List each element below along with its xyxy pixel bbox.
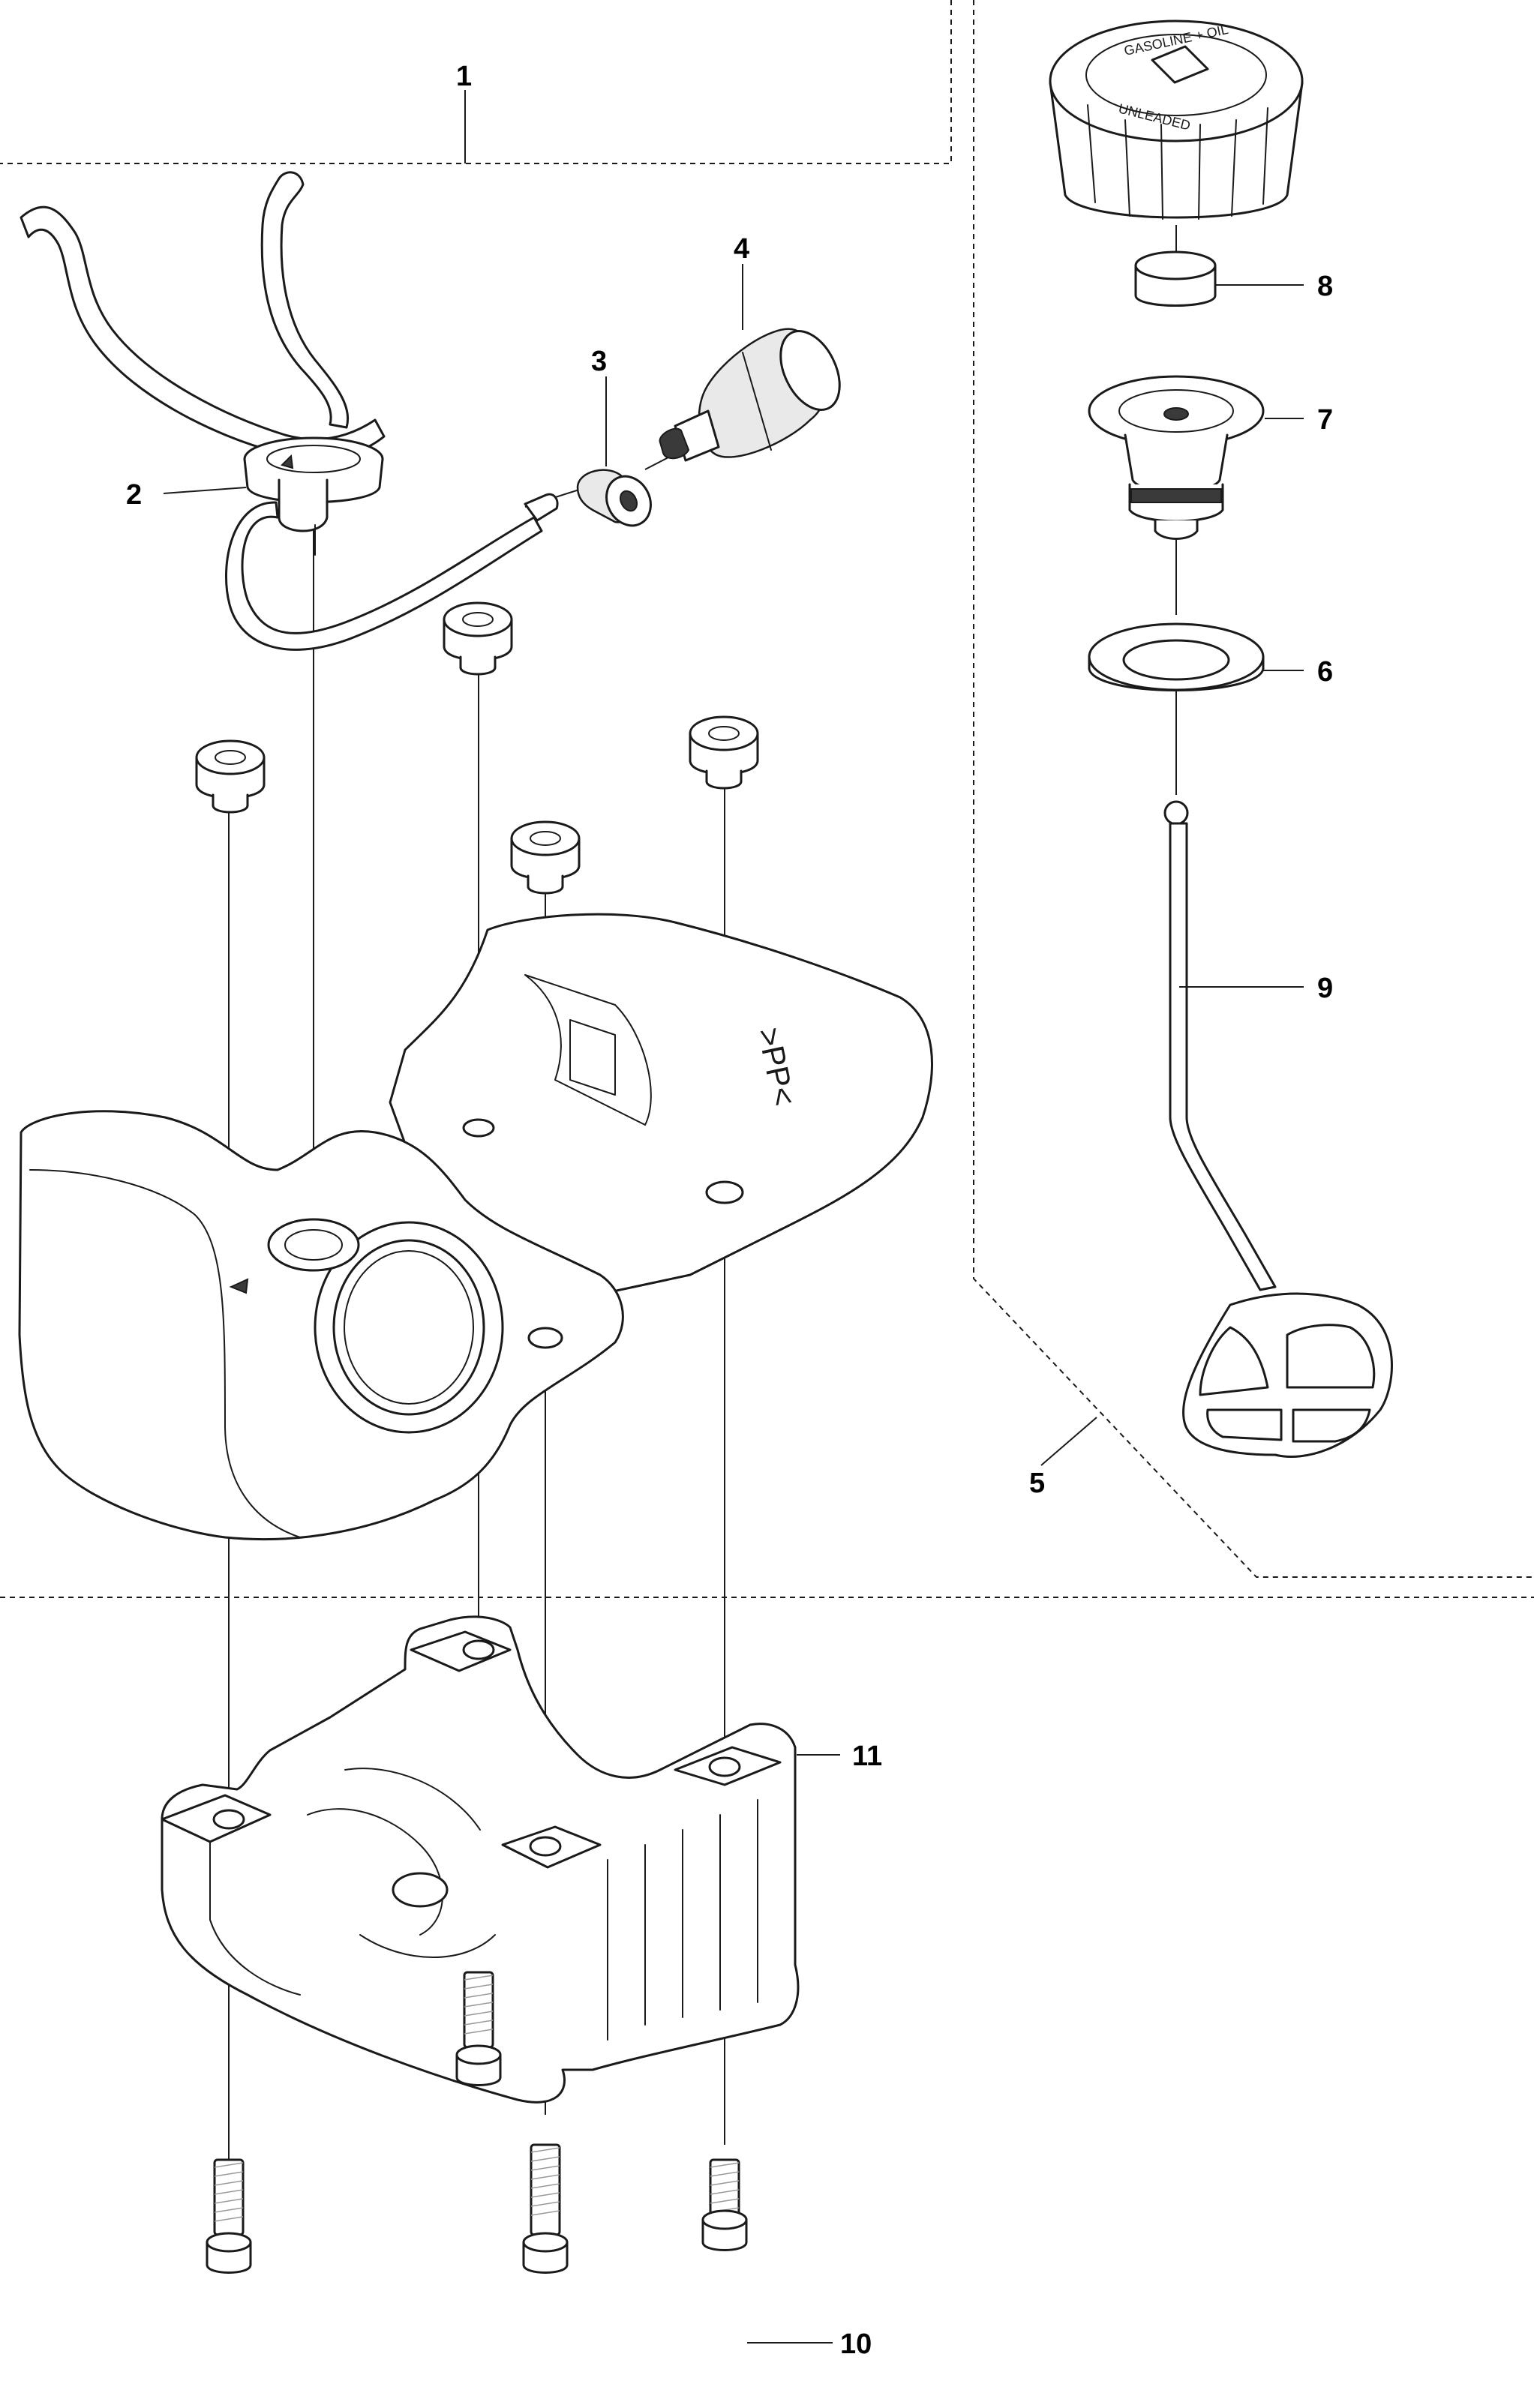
tank-mounting-bracket xyxy=(161,1615,800,2104)
bushing-2 xyxy=(443,601,513,676)
bushing-3 xyxy=(510,820,581,895)
callout-9: 9 xyxy=(1317,973,1333,1004)
fuel-hose-assembly xyxy=(20,171,559,651)
cap-washer xyxy=(1088,622,1265,691)
fuel-tank-rear xyxy=(389,913,933,1299)
hose-grommet xyxy=(243,436,384,556)
screw-1 xyxy=(206,2158,252,2274)
bushing-4 xyxy=(689,715,759,790)
callout-1: 1 xyxy=(456,61,472,92)
callout-10: 10 xyxy=(840,2329,872,2360)
cap-seal-disc xyxy=(1134,250,1217,307)
callout-leaders xyxy=(163,90,1304,2344)
bracket-body xyxy=(161,1615,800,2104)
callout-11: 11 xyxy=(852,1741,882,1772)
cap-valve-insert xyxy=(1088,375,1265,540)
fuel-cap: GASOLINE + OIL UNLEADED xyxy=(1049,19,1304,220)
callout-8: 8 xyxy=(1317,271,1333,302)
mounting-screws xyxy=(206,1971,748,2274)
filter-sleeve xyxy=(576,469,652,527)
fuel-tank-seam xyxy=(29,1169,301,1538)
callout-numbers: 1 2 3 4 5 6 7 8 9 10 11 xyxy=(126,61,1333,2360)
fuel-cap-tether xyxy=(1163,800,1393,1458)
callout-5: 5 xyxy=(1029,1468,1045,1499)
group-1-boundary xyxy=(0,0,952,164)
fuel-hose-right xyxy=(260,171,350,429)
group-5-boundary xyxy=(973,0,1534,1578)
fuel-hose-stub xyxy=(524,493,559,522)
bushing-parts xyxy=(195,601,759,895)
fuel-hose-left xyxy=(20,205,386,460)
callout-2: 2 xyxy=(126,479,142,511)
group-boundaries xyxy=(0,0,1534,1598)
fuel-filter xyxy=(659,328,841,462)
screw-4 xyxy=(701,2158,748,2251)
screw-3 xyxy=(522,2143,569,2274)
callout-6: 6 xyxy=(1317,656,1333,688)
callout-7: 7 xyxy=(1317,404,1333,436)
bushing-1 xyxy=(195,739,266,814)
fuel-tank: >PP< xyxy=(18,913,933,1541)
screw-2 xyxy=(455,1971,502,2086)
callout-4: 4 xyxy=(734,233,749,265)
callout-3: 3 xyxy=(591,346,607,377)
fuel-return-line xyxy=(225,501,543,651)
